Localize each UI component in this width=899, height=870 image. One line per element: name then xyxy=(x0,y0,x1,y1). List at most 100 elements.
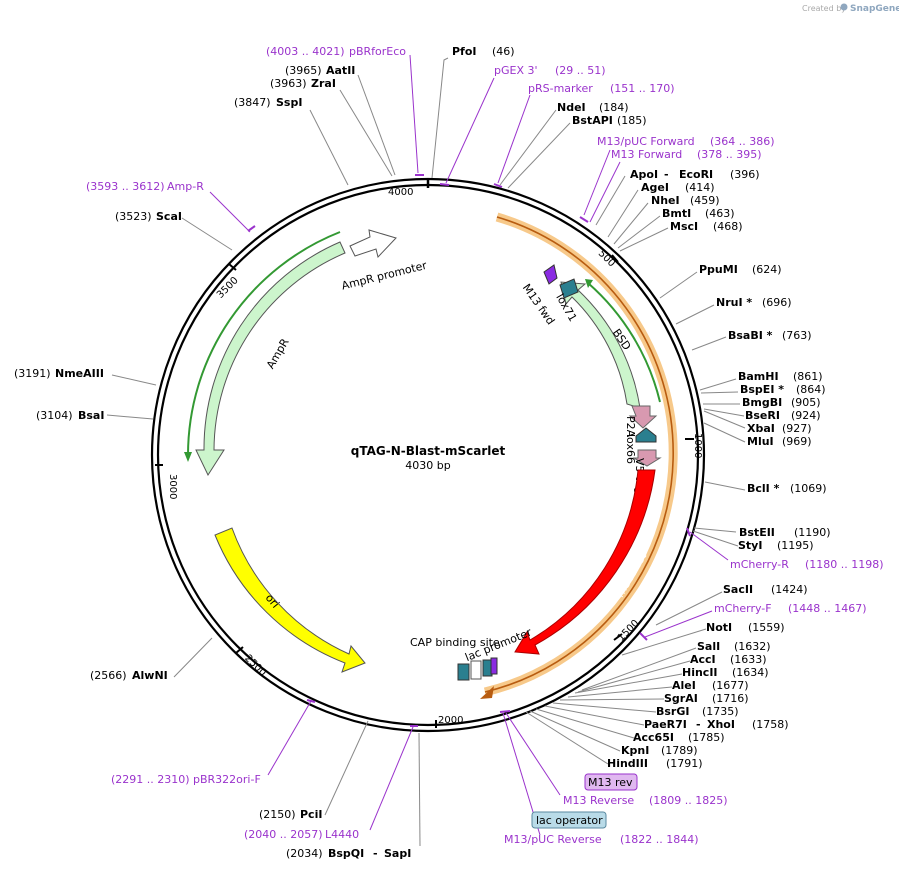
svg-text:(3965): (3965) xyxy=(285,64,322,77)
svg-text:-: - xyxy=(373,847,378,860)
svg-text:(696): (696) xyxy=(762,296,792,309)
enzyme-label: MluI xyxy=(747,435,774,448)
svg-text:(1677): (1677) xyxy=(712,679,749,692)
enzyme-label: PaeR7I xyxy=(644,718,687,731)
svg-text:(2034): (2034) xyxy=(286,847,323,860)
plasmid-name: qTAG-N-Blast-mScarlet xyxy=(351,444,506,458)
svg-text:(4003 .. 4021): (4003 .. 4021) xyxy=(266,45,345,58)
ampr-label: AmpR xyxy=(264,336,292,371)
primer-label: M13/pUC Reverse xyxy=(504,833,602,846)
enzyme-label: KpnI xyxy=(621,744,649,757)
enzyme-label: BstAPI xyxy=(572,114,613,127)
tick-2000: 2000 xyxy=(438,715,463,726)
enzyme-label: XbaI xyxy=(747,422,775,435)
cap-binding-site-label: CAP binding site xyxy=(410,636,500,649)
enzyme-label: ZraI xyxy=(311,77,336,90)
snapgene-brand: SnapGene xyxy=(850,4,899,14)
m13-fwd-label: M13 fwd xyxy=(520,282,557,328)
svg-text:(927): (927) xyxy=(782,422,812,435)
ampr-region-arc xyxy=(187,231,341,456)
primer-label: M13 Reverse xyxy=(563,794,634,807)
svg-text:(463): (463) xyxy=(705,207,735,220)
primer-label: mCherry-F xyxy=(714,602,772,615)
enzyme-label: ScaI xyxy=(156,210,182,223)
enzyme-label: SalI xyxy=(697,640,720,653)
enzyme-label: SgrAI xyxy=(664,692,698,705)
svg-text:(861): (861) xyxy=(793,370,823,383)
m13-rev-box xyxy=(584,773,638,791)
svg-text:(1069): (1069) xyxy=(790,482,827,495)
m13-rev-marker xyxy=(490,657,498,675)
enzyme-leaders xyxy=(106,57,746,847)
expression-region-arrowhead xyxy=(480,686,494,699)
snapgene-logo-icon xyxy=(840,3,848,11)
enzyme-label: NruI * xyxy=(716,296,752,309)
svg-text:(364 .. 386): (364 .. 386) xyxy=(710,135,775,148)
created-by-label: Created by xyxy=(802,4,846,13)
enzyme-label: ApoI xyxy=(630,168,658,181)
enzyme-label: HincII xyxy=(682,666,718,679)
svg-text:(1633): (1633) xyxy=(730,653,767,666)
enzyme-label: NmeAIII xyxy=(55,367,104,380)
svg-text:SapI: SapI xyxy=(384,847,411,860)
enzyme-labels: PfoI (46) (3965) AatII (3963) ZraI (3847… xyxy=(14,45,831,860)
svg-text:(2291 .. 2310): (2291 .. 2310) xyxy=(111,773,190,786)
svg-text:(1632): (1632) xyxy=(734,640,771,653)
svg-text:(1785): (1785) xyxy=(688,731,725,744)
svg-text:(1809 .. 1825): (1809 .. 1825) xyxy=(649,794,728,807)
ampr-promoter-label: AmpR promoter xyxy=(340,259,428,293)
cap-binding-site-marker xyxy=(457,663,470,681)
primer-label: L4440 xyxy=(325,828,359,841)
lox71-marker xyxy=(559,278,579,299)
enzyme-label: NheI xyxy=(651,194,680,207)
svg-text:(1559): (1559) xyxy=(748,621,785,634)
svg-text:(1634): (1634) xyxy=(732,666,769,679)
v5-tag-arrow xyxy=(632,449,662,467)
enzyme-label: SspI xyxy=(276,96,302,109)
lac-operator-box xyxy=(531,811,607,829)
svg-text:-: - xyxy=(696,718,701,731)
svg-text:(414): (414) xyxy=(685,181,715,194)
enzyme-label: AlwNI xyxy=(132,669,168,682)
p2a-arrow xyxy=(628,405,658,429)
enzyme-label: StyI xyxy=(738,539,762,552)
svg-text:(46): (46) xyxy=(492,45,515,58)
primer-labels: (4003 .. 4021) pBRforEco pGEX 3' (29 .. … xyxy=(86,45,884,846)
enzyme-label: SacII xyxy=(723,583,753,596)
enzyme-label: BmtI xyxy=(662,207,691,220)
svg-text:(1448 .. 1467): (1448 .. 1467) xyxy=(788,602,867,615)
svg-text:(1716): (1716) xyxy=(712,692,749,705)
ampr-promoter-arrow xyxy=(349,229,397,259)
svg-text:(151 .. 170): (151 .. 170) xyxy=(610,82,675,95)
ampr-arrow xyxy=(195,241,346,477)
svg-text:(2150): (2150) xyxy=(259,808,296,821)
svg-text:(184): (184) xyxy=(599,101,629,114)
lox66-marker xyxy=(635,427,657,443)
svg-text:XhoI: XhoI xyxy=(707,718,735,731)
enzyme-label: BsaI xyxy=(78,409,104,422)
svg-text:(3847): (3847) xyxy=(234,96,271,109)
primer-label: M13/pUC Forward xyxy=(597,135,695,148)
enzyme-label: BspQI xyxy=(328,847,364,860)
svg-text:(763): (763) xyxy=(782,329,812,342)
enzyme-label: PpuMI xyxy=(699,263,738,276)
enzyme-label: BsaBI * xyxy=(728,329,773,342)
tick-2500: 2500 xyxy=(242,653,268,679)
primer-label: pGEX 3' xyxy=(494,64,538,77)
primer-label: mCherry-R xyxy=(730,558,789,571)
svg-text:(468): (468) xyxy=(713,220,743,233)
enzyme-label: BsrGI xyxy=(656,705,689,718)
primer-label: pBR322ori-F xyxy=(193,773,261,786)
svg-text:(1424): (1424) xyxy=(771,583,808,596)
svg-text:(1195): (1195) xyxy=(777,539,814,552)
svg-text:(3593 .. 3612): (3593 .. 3612) xyxy=(86,180,165,193)
enzyme-label: BamHI xyxy=(738,370,779,383)
lac-promoter-marker xyxy=(470,660,482,680)
position-ticks xyxy=(155,254,694,728)
primer-markers xyxy=(247,174,691,727)
tick-1000: 1000 xyxy=(692,433,703,458)
svg-text:(1758): (1758) xyxy=(752,718,789,731)
m13-rev-box-label: M13 rev xyxy=(588,776,633,789)
svg-text:(1190): (1190) xyxy=(794,526,831,539)
enzyme-label: MscI xyxy=(670,220,698,233)
